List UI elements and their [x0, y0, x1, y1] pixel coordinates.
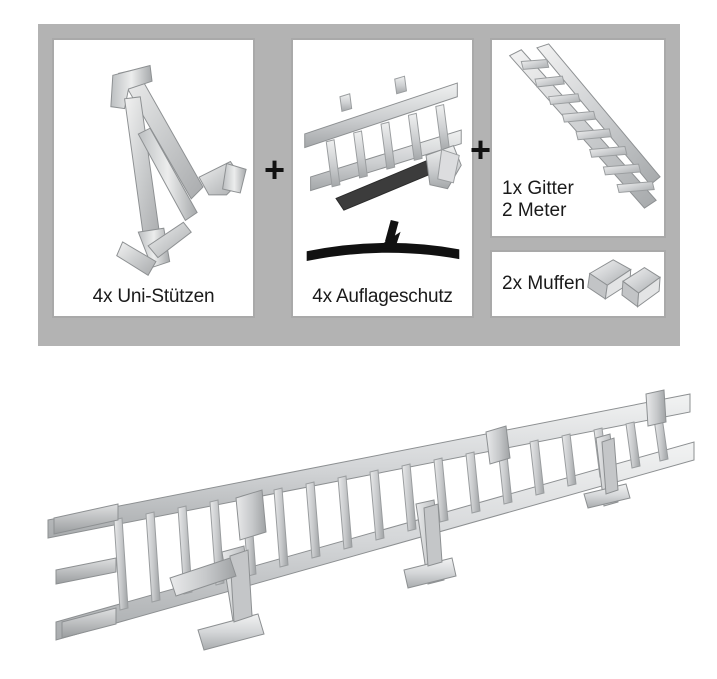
gitter-caption-line-1: 1x Gitter	[502, 177, 574, 199]
product-kit-panel: 4x Uni-Stützen +	[38, 24, 680, 346]
plus-separator-1: +	[264, 149, 286, 190]
kit-card-caption: 4x Uni-Stützen	[92, 286, 215, 307]
kit-card-auflageschutz: 4x Auflageschutz	[291, 38, 474, 318]
kit-card-muffen: 2x Muffen	[490, 250, 666, 318]
coupler-sleeve-icon	[587, 259, 661, 308]
kit-card-caption-muffen: 2x Muffen	[502, 273, 586, 294]
gitter-caption-line-2: 2 Meter	[502, 199, 567, 221]
assembled-roof-ladder-illustration	[47, 389, 695, 651]
ladder-protector-icon	[304, 75, 462, 262]
kit-card-caption-gitter: 1x Gitter 2 Meter	[502, 178, 574, 222]
kit-card-caption: 4x Auflageschutz	[312, 286, 453, 307]
kit-card-uni-stuetzen: 4x Uni-Stützen	[52, 38, 255, 318]
bracket-support-icon	[110, 64, 247, 276]
ladder-grid-icon	[508, 43, 661, 209]
plus-separator-2: +	[470, 129, 492, 170]
assembled-ladder-photo	[0, 372, 717, 679]
kit-card-gitter: 1x Gitter 2 Meter	[490, 38, 666, 238]
